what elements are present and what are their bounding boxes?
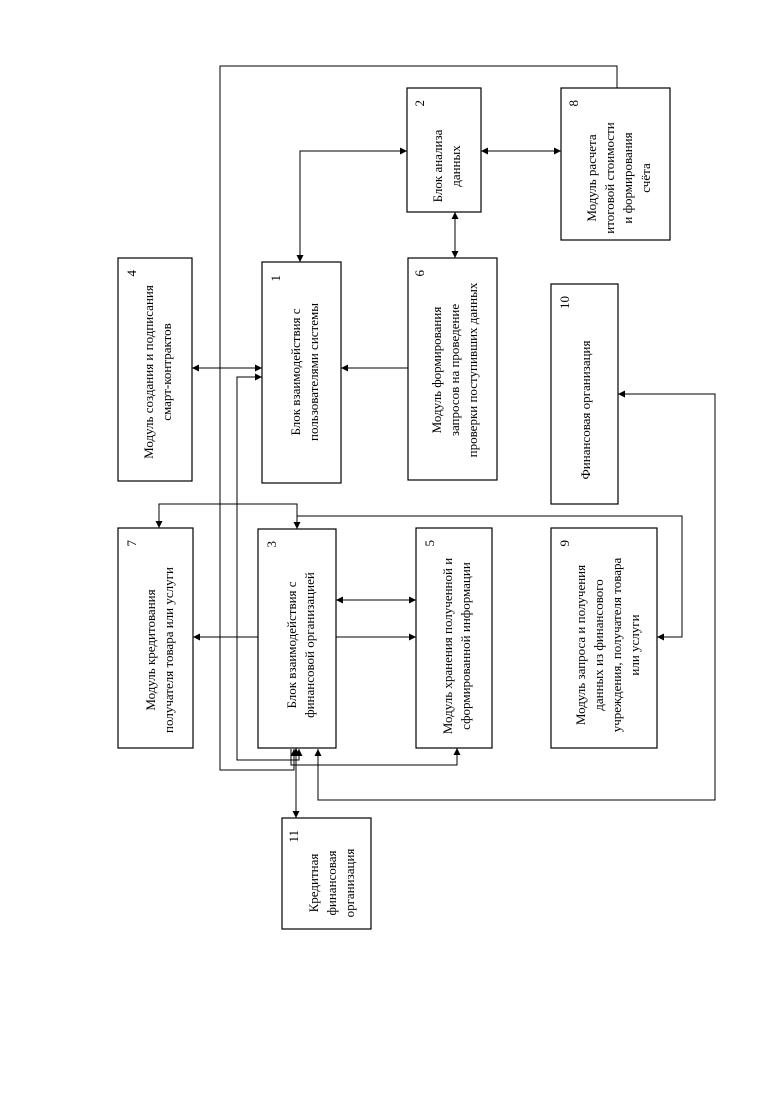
block-label-line: или услуги bbox=[627, 614, 642, 675]
block-number: 5 bbox=[422, 540, 437, 547]
block-label-line: и формирования bbox=[620, 132, 635, 223]
block-label-line: смарт-контрактов bbox=[159, 323, 174, 421]
block-label-line: Блок взаимодействия с bbox=[284, 581, 299, 708]
block-label-line: Финансовая организация bbox=[578, 341, 593, 480]
block-label-line: Модуль формирования bbox=[429, 307, 444, 434]
block-label-line: Модуль запроса и получения bbox=[573, 565, 588, 725]
block-label-line: счёта bbox=[638, 163, 653, 193]
block-number: 1 bbox=[268, 275, 283, 282]
block-number: 10 bbox=[557, 296, 572, 309]
block-label-line: запросов на проведение bbox=[447, 304, 462, 437]
block-label-line: Модуль хранения полученной и bbox=[440, 558, 455, 734]
block-6: 6 Модуль формирования запросов на провед… bbox=[408, 258, 497, 480]
block-label-line: проверки поступивших данных bbox=[465, 282, 480, 457]
block-2: 2 Блок анализа данных bbox=[407, 88, 481, 212]
block-label-line: Кредитная bbox=[306, 854, 321, 913]
block-3: 3 Блок взаимодействия с финансовой орган… bbox=[258, 529, 336, 748]
block-label-line: организация bbox=[342, 849, 357, 918]
block-label-line: Модуль расчета bbox=[584, 134, 599, 221]
connector-branch-7 bbox=[159, 504, 297, 528]
block-1: 1 Блок взаимодействия с пользователями с… bbox=[262, 262, 341, 483]
block-9: 9 Модуль запроса и получения данных из ф… bbox=[551, 528, 657, 748]
block-label-line: сформированной информации bbox=[458, 562, 473, 730]
block-label-line: Модуль создания и подписания bbox=[141, 285, 156, 459]
block-label-line: учреждения, получателя товара bbox=[609, 558, 624, 733]
block-number: 8 bbox=[566, 100, 581, 107]
block-number: 4 bbox=[124, 270, 139, 277]
block-11: 11 Кредитная финансовая организация bbox=[282, 818, 371, 929]
block-label-line: данных из финансового bbox=[591, 579, 606, 711]
block-label-line: финансовой организацией bbox=[302, 572, 317, 718]
block-label-line: пользователями системы bbox=[306, 303, 321, 441]
block-number: 9 bbox=[557, 540, 572, 547]
block-8: 8 Модуль расчета итоговой стоимости и фо… bbox=[561, 88, 670, 240]
connector-3-5-bottom bbox=[291, 748, 457, 765]
block-label-line: Модуль кредитования bbox=[143, 589, 158, 710]
block-label-line: получателя товара или услуги bbox=[161, 567, 176, 733]
block-label-line: финансовая bbox=[324, 850, 339, 915]
block-5: 5 Модуль хранения полученной и сформиров… bbox=[416, 528, 492, 748]
block-number: 7 bbox=[124, 540, 139, 547]
block-label-line: Блок взаимодействия с bbox=[288, 308, 303, 435]
connector-1-2 bbox=[300, 151, 407, 262]
block-label-line: данных bbox=[448, 145, 463, 187]
block-label-line: Блок анализа bbox=[430, 129, 445, 202]
block-number: 6 bbox=[412, 270, 427, 277]
block-7: 7 Модуль кредитования получателя товара … bbox=[118, 528, 193, 748]
block-4: 4 Модуль создания и подписания смарт-кон… bbox=[118, 258, 192, 481]
block-10: 10 Финансовая организация bbox=[551, 284, 618, 504]
block-number: 11 bbox=[286, 830, 301, 843]
block-number: 2 bbox=[412, 100, 427, 107]
block-label-line: итоговой стоимости bbox=[602, 122, 617, 233]
block-number: 3 bbox=[264, 541, 279, 548]
